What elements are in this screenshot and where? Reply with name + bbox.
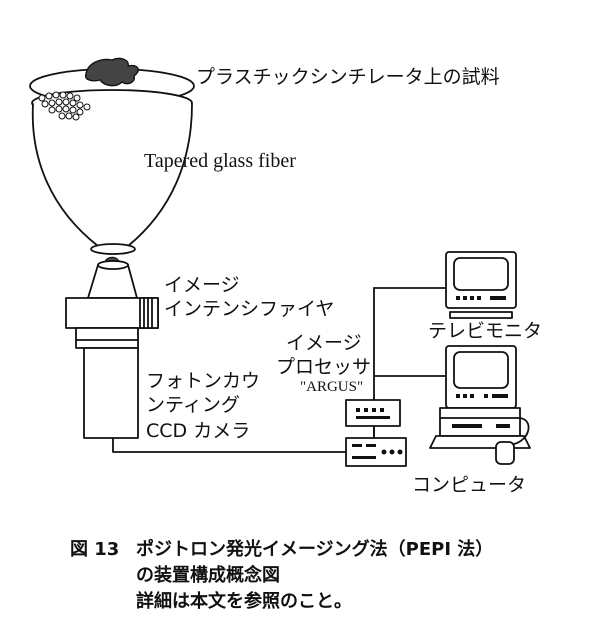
- mouse: [495, 441, 515, 465]
- control-unit-box: [345, 437, 407, 467]
- fiber-bottom-face: [90, 243, 136, 255]
- caption-line-1: ポジトロン発光イメージング法（PEPI 法）: [136, 539, 494, 560]
- intensifier-coupling: [75, 327, 139, 349]
- intensifier-input-face: [97, 260, 129, 270]
- label-argus: "ARGUS": [300, 379, 364, 395]
- argus-processor-box: [345, 399, 401, 427]
- mouse-cable: [513, 417, 530, 445]
- computer-keyboard: [429, 435, 531, 449]
- ccd-camera: [83, 347, 139, 439]
- computer-base: [439, 407, 521, 437]
- label-tv-monitor: テレビモニタ: [428, 320, 543, 342]
- caption-line-2: の装置構成概念図: [136, 565, 280, 586]
- label-specimen: プラスチックシンチレータ上の試料: [196, 66, 500, 88]
- label-image-intensifier-1: イメージ: [164, 274, 240, 296]
- label-image-processor-1: イメージ: [286, 332, 362, 354]
- label-computer: コンピュータ: [412, 474, 527, 496]
- label-ccd-camera-2: ンティング: [146, 394, 240, 416]
- label-image-processor-2: プロセッサ: [276, 356, 372, 378]
- intensifier-input-cone: [87, 264, 138, 299]
- label-tapered-glass-fiber: Tapered glass fiber: [144, 150, 296, 172]
- tv-monitor-screen: [453, 257, 509, 291]
- computer-screen: [453, 351, 509, 389]
- label-ccd-camera-3: CCD カメラ: [146, 420, 251, 442]
- caption-line-3: 詳細は本文を参照のこと。: [136, 591, 352, 612]
- tapered-glass-fiber: [31, 103, 193, 247]
- specimen-sample: [85, 57, 139, 87]
- label-ccd-camera-1: フォトンカウ: [146, 370, 261, 392]
- label-image-intensifier-2: インテンシファイヤ: [164, 298, 335, 320]
- fiber-bundle-dots: [38, 91, 91, 121]
- wire-camera-to-unit: [112, 437, 347, 453]
- figure-number: 図 13: [70, 539, 120, 560]
